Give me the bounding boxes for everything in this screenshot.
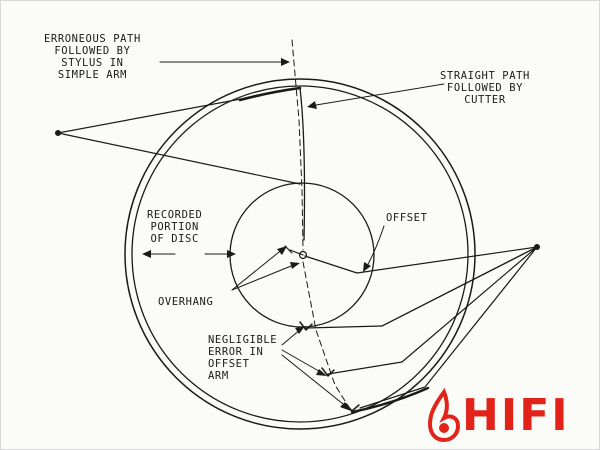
label-negligible-line: ARM [208,370,229,382]
label-negligible-line: OFFSET [208,358,250,370]
label-erroneous-line: FOLLOWED BY [54,45,131,57]
arrowhead-recorded-right [227,250,236,258]
label-negligible-line: ERROR IN [208,346,264,358]
hifi-wordmark: HIFI [462,390,570,441]
label-recorded-line: RECORDED [147,209,203,221]
disc-inner-rim [131,85,469,423]
label-offset-line: OFFSET [386,212,428,224]
hifi-flame-icon [427,388,461,443]
label-recorded-line: PORTION [150,221,199,233]
arrowhead-negligible-2 [316,369,327,376]
leader-offset [365,225,385,269]
leader-straight [309,83,445,107]
arrowhead-negligible-1 [295,326,305,334]
label-erroneous-line: SIMPLE ARM [57,69,128,81]
label-straight-line: FOLLOWED BY [446,82,524,94]
label-negligible-error: NEGLIGIBLE ERROR IN OFFSET ARM [208,334,277,382]
arrowhead-overhang-1 [277,246,287,255]
stylus-head-2 [321,367,335,377]
erroneous-arc-path [299,87,306,241]
disc-outer-rim [124,78,476,430]
arrowhead-straight [307,101,317,109]
label-erroneous-path: ERRONEOUS PATH FOLLOWED BY STYLUS IN SIM… [44,33,141,81]
simple-arm-lower [57,132,301,185]
label-recorded-portion: RECORDED PORTION OF DISC [147,209,202,245]
offset-arm-inner [304,246,538,274]
arrowhead-offset [363,262,371,272]
arrowhead-overhang-2 [290,262,300,269]
straight-path-dashed [291,39,304,251]
leader-negligible-3 [281,354,349,409]
label-erroneous-line: STYLUS IN [61,57,124,69]
hifi-watermark: HIFI [424,388,594,444]
overhang-link [289,249,304,256]
leader-overhang-1 [231,247,285,291]
arrowhead-negligible-3 [340,402,351,411]
label-straight-line: CUTTER [464,94,506,106]
rim-offset-mark [350,386,430,414]
label-straight-line: STRAIGHT PATH [440,70,530,82]
leader-overhang-2 [231,263,297,291]
cutter-path-lower-dashed [302,261,353,413]
offset-arm-middle-back [327,246,538,375]
label-recorded-line: OF DISC [150,233,199,245]
label-overhang: OVERHANG [158,296,213,308]
arrowhead-erroneous [281,58,290,66]
arrowhead-recorded-left [142,250,151,258]
label-negligible-line: NEGLIGIBLE [208,334,278,346]
label-straight-path: STRAIGHT PATH FOLLOWED BY CUTTER [440,70,530,106]
rim-stylus-mark [238,86,302,102]
offset-arm-middle [305,246,538,329]
leader-negligible-2 [281,349,325,375]
spindle [298,250,308,260]
label-overhang-line: OVERHANG [158,296,214,308]
offset-arm-outer [359,246,538,409]
label-offset: OFFSET [386,212,428,224]
stylus-head-1 [299,321,313,331]
label-erroneous-line: ERRONEOUS PATH [44,33,141,45]
